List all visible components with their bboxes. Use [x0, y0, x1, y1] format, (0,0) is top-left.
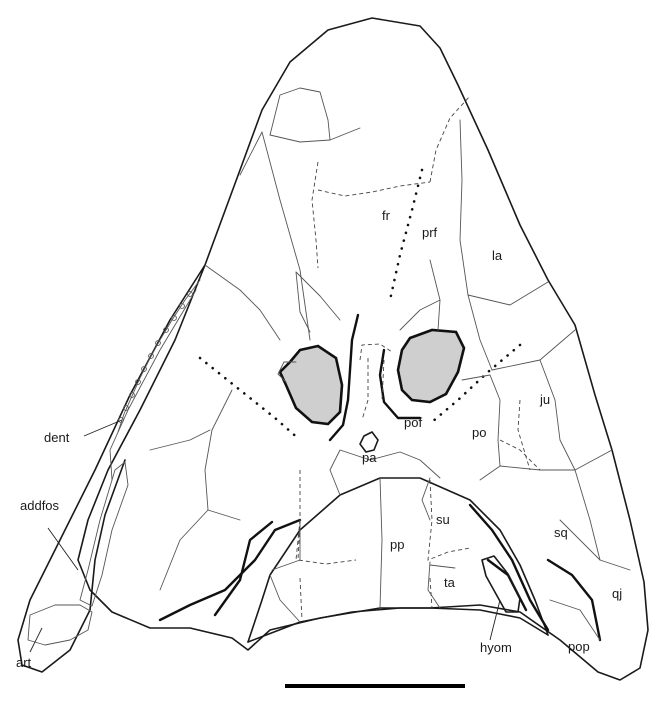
posterior-margin [248, 478, 548, 642]
label-ju: ju [539, 392, 550, 407]
posterior-edge [248, 608, 548, 642]
dent-leader [84, 420, 122, 436]
label-po: po [472, 425, 486, 440]
label-pp: pp [390, 537, 404, 552]
dotted-snout [390, 170, 422, 300]
label-qj: qj [612, 586, 622, 601]
label-hyom: hyom [480, 640, 512, 655]
label-fr: fr [382, 208, 391, 223]
label-art: art [16, 655, 32, 670]
label-su: su [436, 512, 450, 527]
label-sq: sq [554, 525, 568, 540]
label-dent: dent [44, 430, 70, 445]
orbit-right [398, 330, 464, 402]
hyom-leader [490, 600, 500, 640]
art-leader [30, 628, 42, 652]
label-la: la [492, 248, 503, 263]
groove-left-mid [215, 522, 272, 615]
sutures [150, 88, 630, 640]
label-ta: ta [444, 575, 456, 590]
label-prf: prf [422, 225, 438, 240]
label-pop: pop [568, 639, 590, 654]
groove-left-lower [160, 520, 300, 620]
pineal-foramen [360, 432, 378, 452]
tooth-marks [119, 292, 193, 423]
jaw-tooth-row [118, 280, 200, 432]
label-addfos: addfos [20, 498, 60, 513]
label-pa: pa [362, 450, 377, 465]
orbit-left [280, 346, 342, 424]
label-pof: pof [404, 415, 422, 430]
